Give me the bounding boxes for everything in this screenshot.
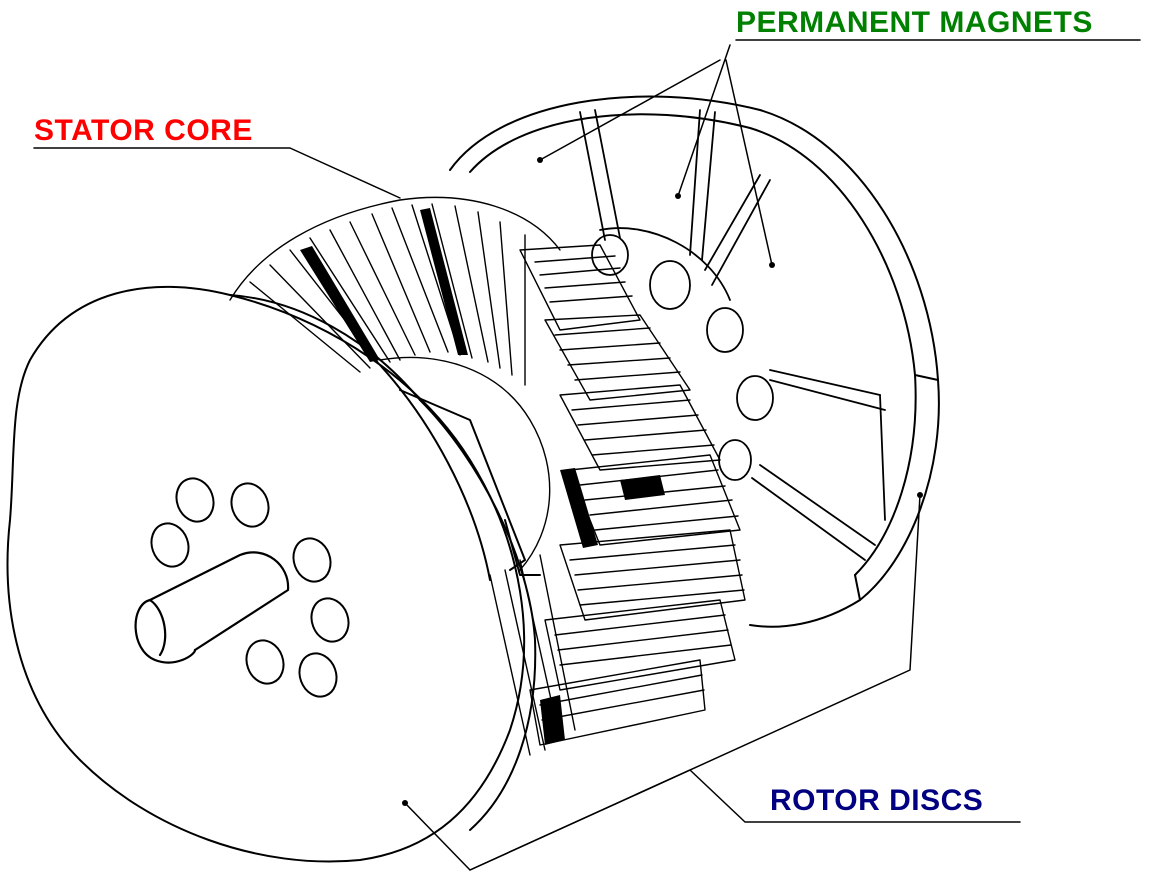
- stator-core: [229, 196, 746, 756]
- front-disc-holes: [150, 477, 350, 698]
- rotor-discs-label: ROTOR DISCS: [770, 784, 984, 817]
- magnet-dots: [402, 157, 923, 806]
- permanent-magnets-label: PERMANENT MAGNETS: [736, 6, 1093, 39]
- stator-dark-fills: [300, 208, 665, 745]
- shaft: [134, 551, 290, 664]
- stator-core-label: STATOR CORE: [34, 114, 253, 147]
- back-disc-holes: [591, 234, 774, 481]
- front-rotor-disc: [6, 285, 541, 863]
- leader-lines: [33, 39, 1141, 871]
- back-rotor-disc: [449, 95, 940, 628]
- back-disc-spokes: [579, 109, 886, 561]
